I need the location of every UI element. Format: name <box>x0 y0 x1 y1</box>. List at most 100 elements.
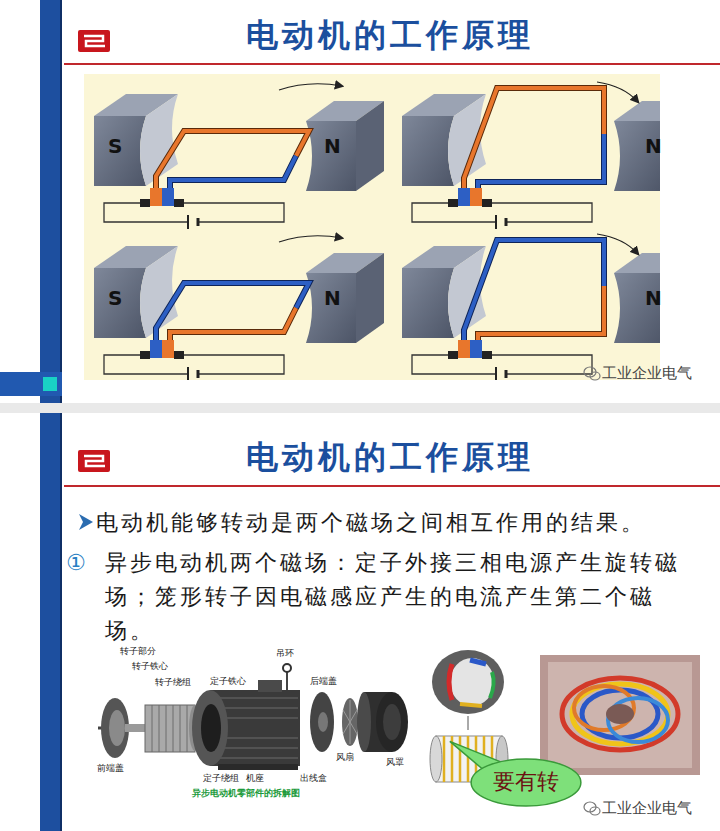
illustration-part <box>152 705 187 752</box>
part-name: 前端盖 <box>97 763 124 774</box>
side-bar <box>40 413 60 831</box>
illustration-part <box>94 94 178 186</box>
illustration-part <box>104 199 284 229</box>
illustration-part <box>318 712 328 732</box>
illustration-part <box>548 662 692 768</box>
illustration-part <box>464 88 604 194</box>
illustration-part <box>78 450 110 472</box>
illustration-part <box>170 156 296 194</box>
illustration-part <box>310 692 334 752</box>
illustration-part <box>478 134 604 194</box>
coil-diagram <box>94 236 384 380</box>
figure-ground <box>84 74 660 380</box>
illustration-part <box>614 253 660 343</box>
coil-diagram <box>402 234 660 380</box>
illustration-part <box>145 705 195 752</box>
illustration-part <box>402 246 486 338</box>
illustration-part <box>376 692 408 752</box>
illustration-part <box>590 372 600 380</box>
part-name: 定子铁心 <box>210 676 246 687</box>
illustration-part <box>156 283 309 346</box>
illustration-part <box>109 710 125 746</box>
illustration-part <box>101 698 129 758</box>
pole-letter: S <box>108 286 122 310</box>
slide-title: 电动机的工作原理 <box>60 438 720 476</box>
illustration-part <box>430 736 442 782</box>
side-square <box>43 377 57 391</box>
illustration-part <box>357 692 371 752</box>
coil-diagram <box>94 84 384 229</box>
illustration-part <box>279 84 342 90</box>
side-bar <box>40 0 60 403</box>
illustration-part <box>78 30 110 52</box>
illustration-part <box>468 716 469 730</box>
illustration-part <box>464 240 604 346</box>
illustration-part <box>306 253 384 343</box>
winding-photo <box>540 655 700 775</box>
illustration-part <box>84 456 105 466</box>
part-name: 定子绕组 <box>203 773 239 784</box>
slide-gap <box>0 403 720 413</box>
illustration-part <box>258 680 282 692</box>
illustration-part <box>156 131 309 194</box>
wechat-icon <box>584 802 600 815</box>
illustration-part <box>412 199 592 229</box>
illustration-part <box>170 308 296 346</box>
logo <box>78 30 110 52</box>
bullet-arrow <box>79 514 93 530</box>
pole-letter: N <box>645 286 662 310</box>
watermark: 工业企业电气 <box>602 364 692 382</box>
motor-principle-figure <box>94 82 660 380</box>
illustration-part <box>201 704 221 752</box>
illustration-part <box>94 246 178 338</box>
illustration-part <box>412 351 592 380</box>
list-number: ① <box>66 546 86 580</box>
part-name: 机座 <box>246 773 264 784</box>
illustration-part <box>574 686 634 730</box>
illustration-part <box>170 156 296 194</box>
illustration-part <box>478 134 604 194</box>
illustration-part <box>150 340 162 358</box>
illustration-part <box>490 672 494 698</box>
illustration-part <box>464 88 604 194</box>
illustration-part <box>458 188 470 206</box>
illustration-part <box>597 82 638 102</box>
illustration-part <box>156 283 309 346</box>
illustration-part <box>192 690 228 766</box>
pole-letter: N <box>324 286 341 310</box>
illustration-part <box>562 678 678 750</box>
coil-diagram <box>402 82 660 229</box>
illustration-part <box>597 234 638 254</box>
illustration-part <box>432 650 504 714</box>
bullet-text: 电动机能够转动是两个磁场之间相互作用的结果。 <box>96 506 646 540</box>
side-bar-edge <box>60 413 62 831</box>
illustration-part <box>470 188 482 206</box>
illustration-part <box>464 240 604 346</box>
illustration-part <box>540 655 700 775</box>
speech-bubble: 要有转 <box>470 758 582 807</box>
watermark: 工业企业电气 <box>602 799 692 817</box>
side-band <box>0 372 62 396</box>
pole-letter: N <box>324 134 341 158</box>
part-name: 转子铁心 <box>132 661 168 672</box>
part-name: 风扇 <box>336 752 354 763</box>
illustration-part <box>458 340 470 358</box>
illustration-part <box>283 664 291 672</box>
part-name: 转子绕组 <box>155 677 191 688</box>
logo <box>78 450 110 472</box>
part-name: 转子部分 <box>120 646 156 657</box>
illustration-part <box>306 101 384 191</box>
illustration-part <box>84 36 105 46</box>
illustration-part <box>150 188 162 206</box>
illustration-part <box>449 664 452 700</box>
part-name: 吊环 <box>276 648 294 659</box>
illustration-part <box>104 351 284 380</box>
illustration-part <box>614 101 660 191</box>
illustration-part <box>478 286 604 346</box>
illustration-part <box>218 764 298 770</box>
wechat-icon <box>584 367 600 380</box>
part-name: 风罩 <box>386 757 404 768</box>
illustration-part <box>470 340 482 358</box>
illustration-part <box>572 684 668 744</box>
